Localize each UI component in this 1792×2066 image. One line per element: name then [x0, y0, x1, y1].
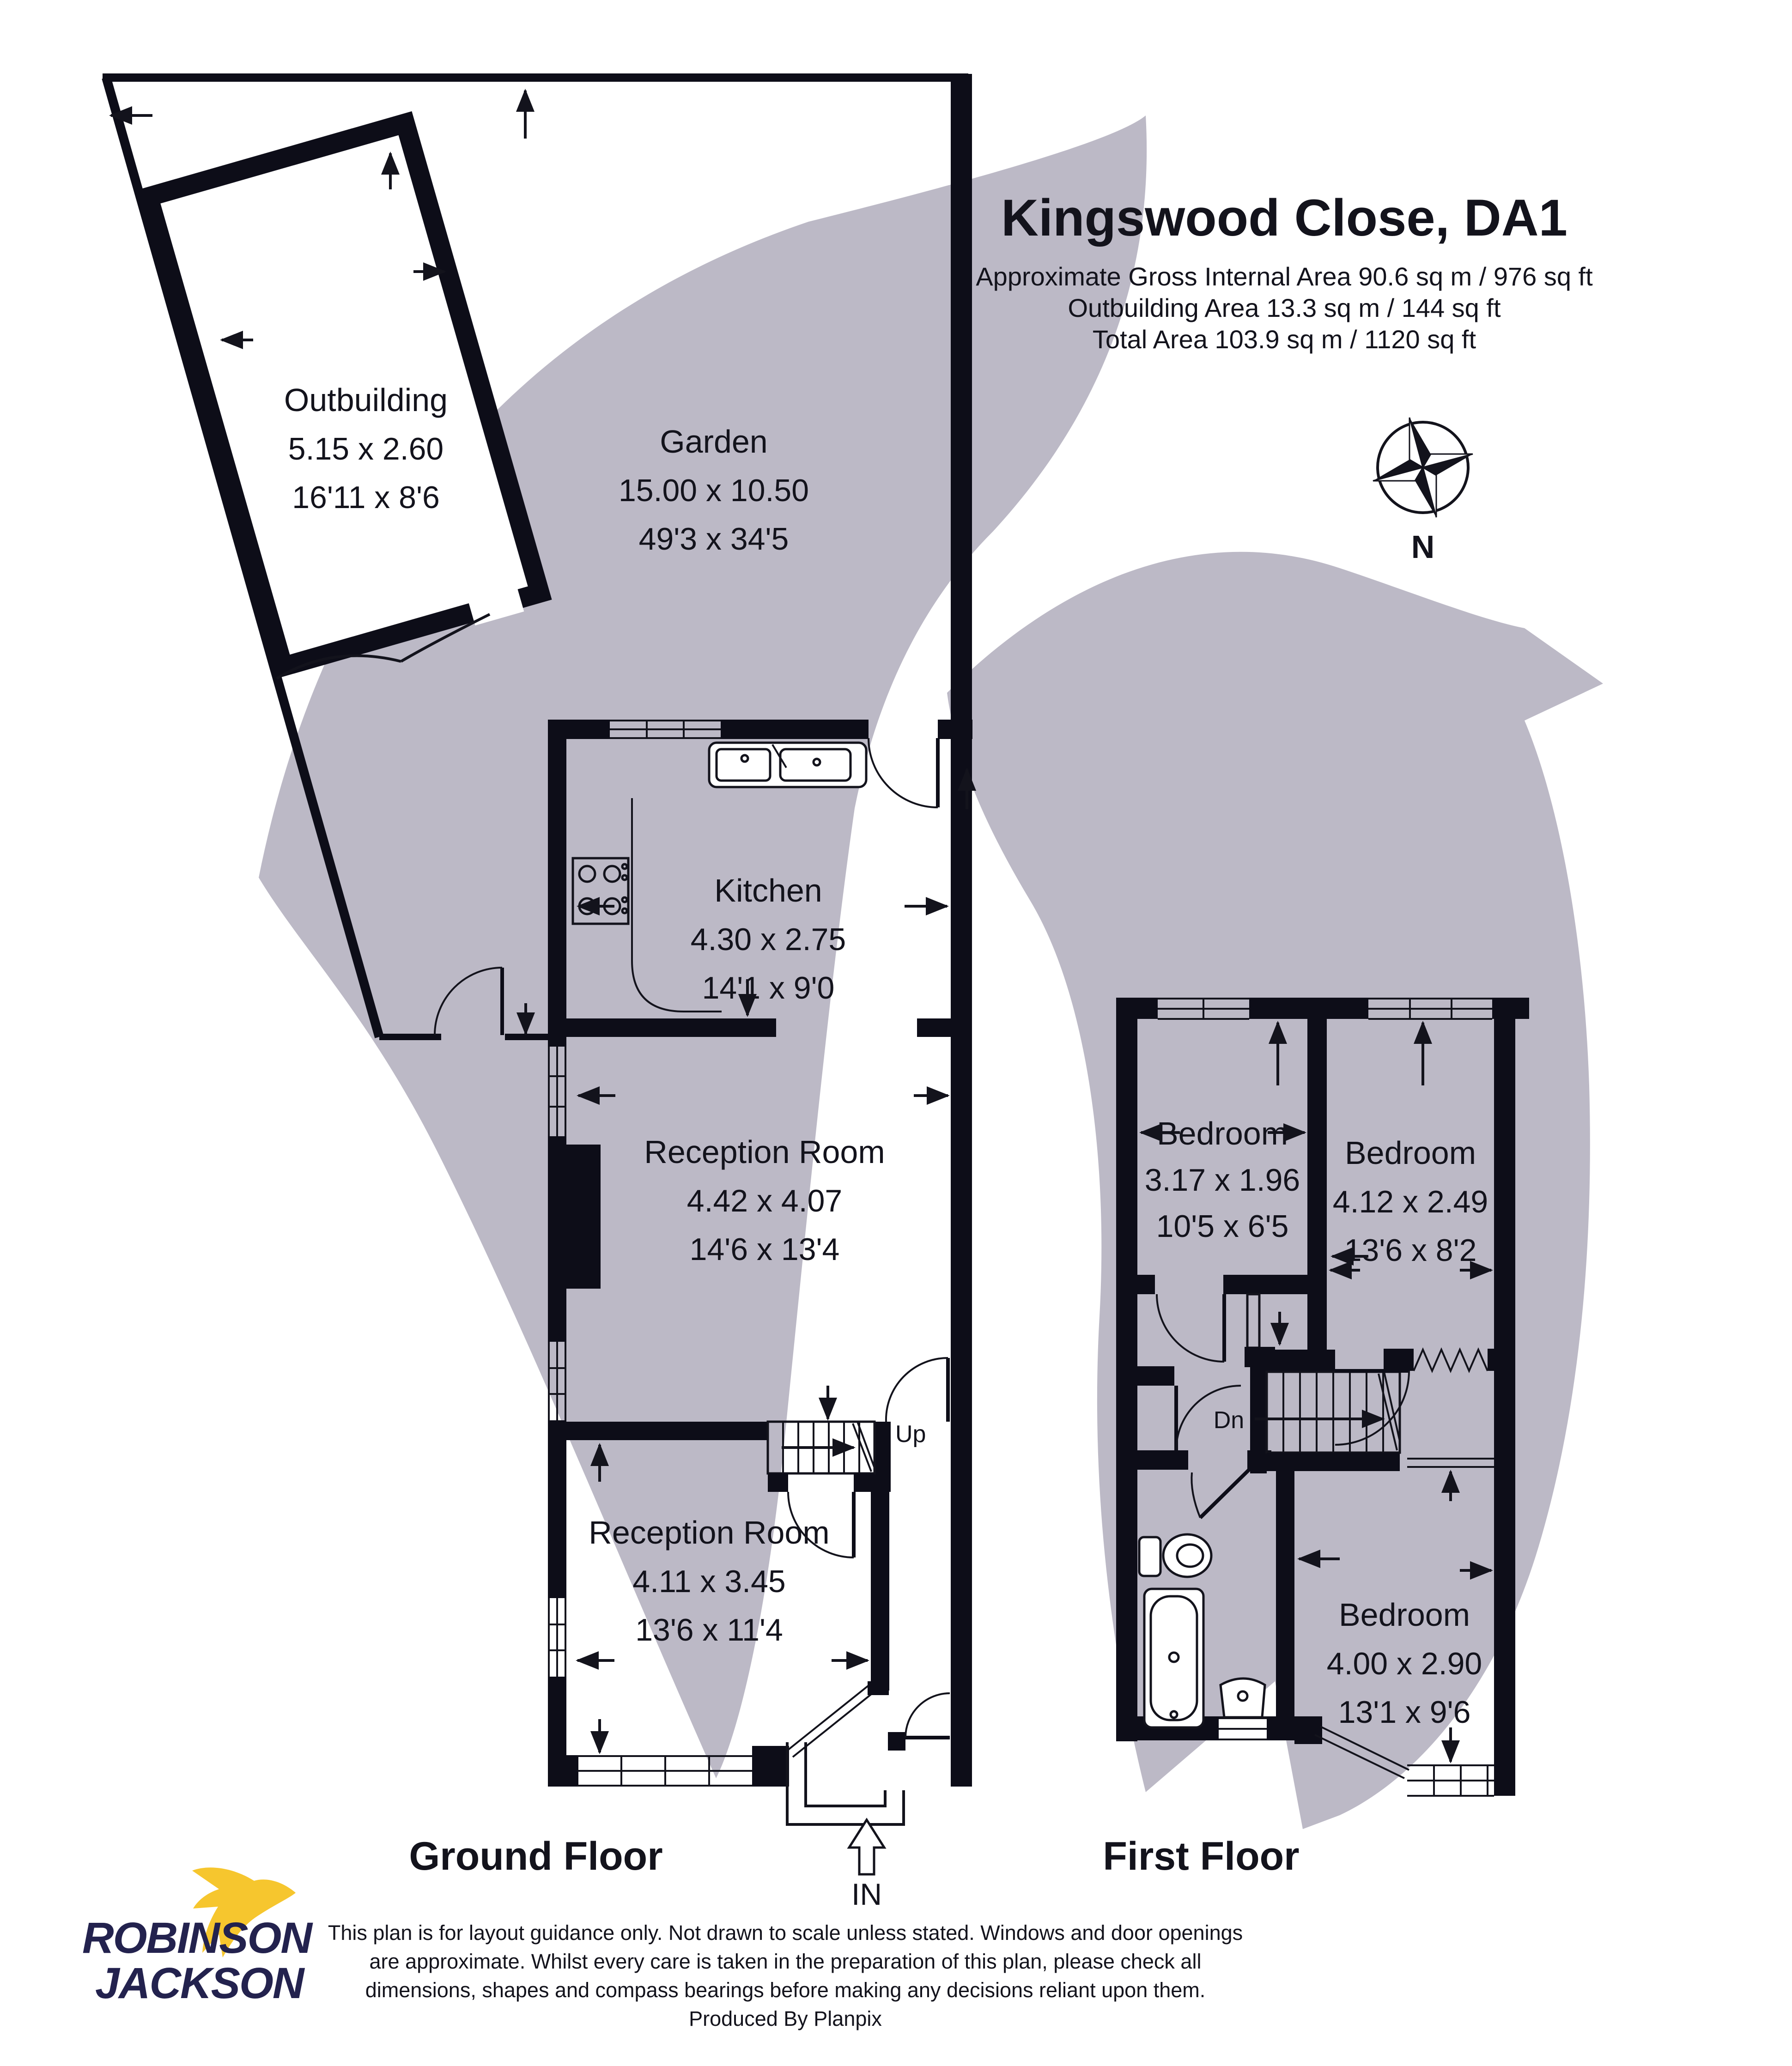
- svg-text:13'1 x 9'6: 13'1 x 9'6: [1338, 1695, 1471, 1730]
- svg-text:4.11 x 3.45: 4.11 x 3.45: [632, 1564, 785, 1599]
- agency-logo: ROBINSON JACKSON: [82, 1867, 314, 2008]
- svg-text:49'3 x 34'5: 49'3 x 34'5: [639, 521, 789, 557]
- reception1-window-lower: [548, 1342, 566, 1420]
- svg-text:4.30 x 2.75: 4.30 x 2.75: [691, 922, 846, 957]
- svg-text:14'1 x 9'0: 14'1 x 9'0: [702, 970, 835, 1006]
- first-floor-plan: [1116, 998, 1529, 1797]
- bathroom-sink: [1219, 1677, 1266, 1719]
- bathroom-divider-wall: [1276, 1470, 1294, 1716]
- entrance-arrow-icon: [847, 1818, 887, 1876]
- bathroom-door-arc: [1191, 1472, 1201, 1518]
- bedroom2-label: Bedroom 4.12 x 2.49 13'6 x 8'2: [1333, 1135, 1488, 1268]
- svg-text:Garden: Garden: [660, 424, 767, 460]
- chimney-breast: [566, 1145, 601, 1289]
- svg-text:4.12 x 2.49: 4.12 x 2.49: [1333, 1184, 1488, 1219]
- svg-text:Reception Room: Reception Room: [589, 1515, 829, 1551]
- outbuilding-label: Outbuilding 5.15 x 2.60 16'11 x 8'6: [284, 382, 448, 515]
- disclaimer: This plan is for layout guidance only. N…: [328, 1921, 1243, 2030]
- first-floor-label: First Floor: [1103, 1834, 1299, 1878]
- bedroom1-door-arc: [1156, 1294, 1225, 1363]
- svg-text:13'6 x 8'2: 13'6 x 8'2: [1344, 1233, 1477, 1268]
- reception2-window: [548, 1598, 566, 1677]
- bedroom3-label: Bedroom 4.00 x 2.90 13'1 x 9'6: [1327, 1597, 1482, 1730]
- gf-stairs: [766, 1420, 876, 1475]
- svg-text:Outbuilding: Outbuilding: [284, 382, 448, 418]
- kitchen-sink: [708, 741, 868, 788]
- reception1-window-upper: [548, 1047, 566, 1136]
- kitchen-label: Kitchen 4.30 x 2.75 14'1 x 9'0: [691, 872, 846, 1006]
- garden-fence-right: [951, 74, 972, 720]
- logo-line1: ROBINSON: [82, 1914, 313, 1963]
- svg-text:14'6 x 13'4: 14'6 x 13'4: [690, 1232, 840, 1267]
- kitchen-window: [610, 720, 721, 739]
- svg-text:Bedroom: Bedroom: [1157, 1115, 1288, 1151]
- bifold-door: [1413, 1347, 1488, 1374]
- hall-divider-wall: [871, 1492, 889, 1690]
- garden-label: Garden 15.00 x 10.50 49'3 x 34'5: [619, 424, 809, 557]
- reception1-label: Reception Room 4.42 x 4.07 14'6 x 13'4: [644, 1134, 885, 1267]
- page-title: Kingswood Close, DA1: [1001, 189, 1567, 247]
- svg-text:Reception Room: Reception Room: [644, 1134, 885, 1170]
- svg-text:Bedroom: Bedroom: [1339, 1597, 1470, 1633]
- bedroom2-window: [1368, 998, 1492, 1020]
- outbuilding-area-text: Outbuilding Area 13.3 sq m / 144 sq ft: [1068, 293, 1500, 322]
- porch: [786, 1742, 905, 1826]
- gross-area-text: Approximate Gross Internal Area 90.6 sq …: [976, 262, 1593, 291]
- svg-text:Kitchen: Kitchen: [714, 872, 822, 909]
- disclaimer-line2: are approximate. Whilst every care is ta…: [370, 1950, 1202, 1973]
- compass-north-label: N: [1411, 529, 1435, 565]
- bedroom1-window: [1158, 998, 1249, 1020]
- disclaimer-line1: This plan is for layout guidance only. N…: [328, 1921, 1243, 1945]
- entrance-label: IN: [851, 1877, 882, 1911]
- bathroom-door-leaf: [1199, 1462, 1257, 1519]
- kitchen-door-arc: [868, 738, 938, 808]
- svg-text:Bedroom: Bedroom: [1345, 1135, 1476, 1171]
- disclaimer-line3: dimensions, shapes and compass bearings …: [365, 1978, 1206, 2002]
- ground-floor-label: Ground Floor: [409, 1834, 662, 1878]
- outbuilding-door-gap: [468, 587, 524, 626]
- bathroom-window: [1219, 1717, 1267, 1740]
- stairs-up-label: Up: [895, 1421, 926, 1448]
- compass-icon: [1373, 417, 1473, 518]
- bedroom-divider-wall: [1307, 1019, 1327, 1371]
- ff-bay-window: [1294, 1716, 1494, 1797]
- ff-left-wall: [1116, 998, 1137, 1741]
- total-area-text: Total Area 103.9 sq m / 1120 sq ft: [1093, 325, 1476, 354]
- logo-bird-icon: [192, 1867, 296, 1957]
- svg-text:4.42 x 4.07: 4.42 x 4.07: [687, 1183, 842, 1218]
- reception2-door-arc: [787, 1491, 854, 1558]
- front-door-arc: [905, 1692, 950, 1738]
- svg-text:16'11 x 8'6: 16'11 x 8'6: [292, 480, 440, 515]
- bedroom2-door-arc: [1335, 1370, 1410, 1446]
- svg-text:15.00 x 10.50: 15.00 x 10.50: [619, 473, 809, 508]
- reception1-door-arc: [885, 1357, 948, 1422]
- outbuilding-structure: [136, 111, 552, 679]
- garden-gate-arc: [434, 967, 503, 1036]
- toilet: [1138, 1533, 1213, 1578]
- bathtub: [1143, 1587, 1205, 1729]
- svg-text:10'5 x 6'5: 10'5 x 6'5: [1156, 1209, 1289, 1244]
- garden-plot: [102, 73, 972, 1040]
- bedroom1-label: Bedroom 3.17 x 1.96 10'5 x 6'5: [1145, 1115, 1300, 1244]
- garden-gate-flap-right: [400, 613, 491, 663]
- stairs-down-label: Dn: [1214, 1407, 1244, 1434]
- svg-text:3.17 x 1.96: 3.17 x 1.96: [1145, 1163, 1300, 1198]
- garden-gate-flap-left: [276, 654, 401, 680]
- svg-text:13'6 x 11'4: 13'6 x 11'4: [635, 1612, 783, 1648]
- gf-right-wall: [951, 720, 972, 1787]
- svg-text:4.00 x 2.90: 4.00 x 2.90: [1327, 1646, 1482, 1681]
- ground-floor-plan: [548, 720, 976, 1826]
- ff-right-wall: [1494, 998, 1515, 1796]
- outbuilding-interior: [160, 135, 528, 655]
- gf-bay-window: [566, 1681, 889, 1787]
- svg-text:5.15 x 2.60: 5.15 x 2.60: [288, 431, 443, 467]
- landing-door-arc: [1175, 1385, 1241, 1451]
- logo-line2: JACKSON: [95, 1959, 305, 2008]
- kitchen-counter: [631, 798, 722, 1012]
- reception2-label: Reception Room 4.11 x 3.45 13'6 x 11'4: [589, 1515, 829, 1648]
- disclaimer-line4: Produced By Planpix: [689, 2007, 882, 2030]
